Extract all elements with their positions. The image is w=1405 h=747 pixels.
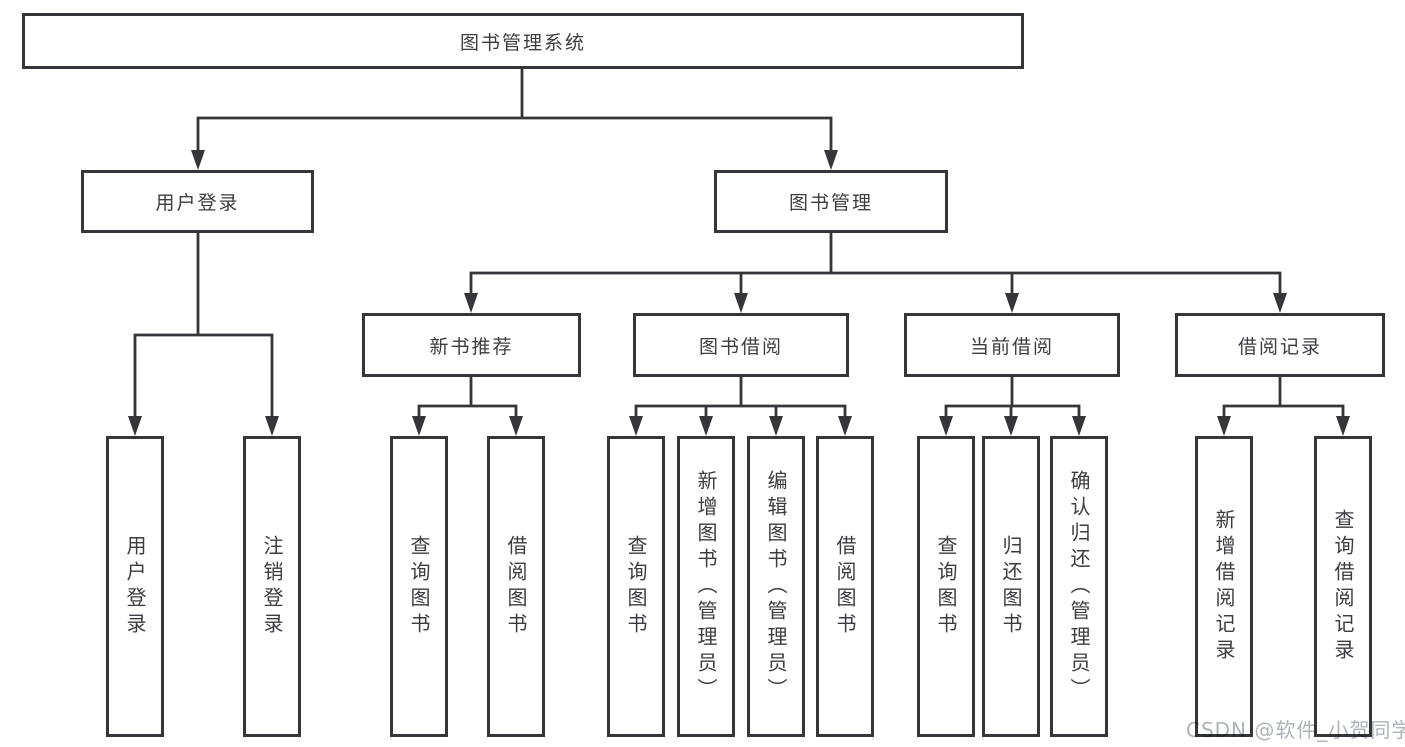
leaf-recommend-query-books: 查询图书 <box>390 436 448 737</box>
leaf-add-books-admin-label: 新增图书（管理员） <box>694 469 718 704</box>
leaf-borrow-query-books: 查询图书 <box>607 436 665 737</box>
node-new-book-recommend-label: 新书推荐 <box>429 335 514 358</box>
node-library-system-label: 图书管理系统 <box>459 31 586 54</box>
leaf-borrow-query-books-label: 查询图书 <box>624 534 648 639</box>
leaf-borrow-books-label: 借阅图书 <box>833 534 857 639</box>
leaf-recommend-borrow-books: 借阅图书 <box>487 436 545 737</box>
node-book-borrow: 图书借阅 <box>633 313 849 377</box>
node-book-borrow-label: 图书借阅 <box>698 335 783 358</box>
leaf-current-query-books: 查询图书 <box>917 436 975 737</box>
node-book-management-label: 图书管理 <box>788 192 873 214</box>
leaf-logout-label: 注销登录 <box>260 534 284 639</box>
node-new-book-recommend: 新书推荐 <box>362 313 581 377</box>
leaf-return-books-label: 归还图书 <box>999 534 1023 639</box>
node-user-login: 用户登录 <box>81 170 314 233</box>
leaf-query-borrow-record-label: 查询借阅记录 <box>1331 508 1355 665</box>
leaf-add-borrow-record: 新增借阅记录 <box>1195 436 1253 737</box>
node-borrow-records: 借阅记录 <box>1175 313 1385 377</box>
leaf-query-borrow-record: 查询借阅记录 <box>1314 436 1372 737</box>
leaf-add-borrow-record-label: 新增借阅记录 <box>1212 508 1236 665</box>
leaf-return-books: 归还图书 <box>982 436 1040 737</box>
leaf-logout: 注销登录 <box>243 436 301 737</box>
leaf-user-login-label: 用户登录 <box>123 534 147 639</box>
leaf-confirm-return-admin-label: 确认归还（管理员） <box>1067 469 1091 704</box>
leaf-edit-books-admin: 编辑图书（管理员） <box>747 436 805 737</box>
leaf-add-books-admin: 新增图书（管理员） <box>677 436 735 737</box>
node-current-borrow: 当前借阅 <box>904 313 1120 377</box>
leaf-confirm-return-admin: 确认归还（管理员） <box>1050 436 1108 737</box>
leaf-recommend-borrow-books-label: 借阅图书 <box>504 534 528 639</box>
leaf-current-query-books-label: 查询图书 <box>934 534 958 639</box>
node-current-borrow-label: 当前借阅 <box>969 335 1054 358</box>
csdn-watermark: CSDN @软件_小贺同学 <box>1186 718 1405 742</box>
node-borrow-records-label: 借阅记录 <box>1237 335 1322 358</box>
leaf-recommend-query-books-label: 查询图书 <box>407 534 431 639</box>
leaf-user-login: 用户登录 <box>106 436 164 737</box>
node-book-management: 图书管理 <box>714 170 948 233</box>
node-user-login-label: 用户登录 <box>155 192 240 214</box>
leaf-borrow-books: 借阅图书 <box>816 436 874 737</box>
node-library-system: 图书管理系统 <box>22 13 1024 69</box>
leaf-edit-books-admin-label: 编辑图书（管理员） <box>764 469 788 704</box>
